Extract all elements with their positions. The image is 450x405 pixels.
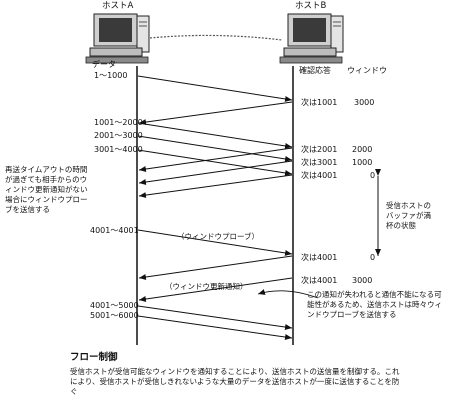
ack-arrow-4: [138, 174, 293, 199]
ack-label-5: 次は4001: [301, 253, 338, 262]
footer-title: フロー制御: [70, 352, 118, 363]
lost-update-note: この通知が失われると通信不能になる可能性があるため、送信ホストは時々ウィンドウプ…: [307, 290, 442, 319]
retransmit-note: 再送タイムアウトの時間が過ぎても相手からのウィンドウ更新通知がない場合にウィンド…: [5, 165, 88, 214]
window-value-6: 3000: [352, 276, 373, 285]
seq-label-6: 4001〜5000: [90, 301, 139, 310]
segment-arrow-7: [137, 315, 293, 340]
seq-label-4: 3001〜4000: [94, 145, 143, 154]
ack-label-6: 次は4001: [301, 276, 338, 285]
ack-header: 確認応答: [299, 66, 331, 75]
segment-arrow-3: [137, 135, 293, 162]
seq-label-3: 2001〜3000: [94, 131, 143, 140]
window-value-2: 2000: [352, 145, 373, 154]
ack-arrow-3: [138, 160, 293, 185]
buffer-full-note: 受信ホストのバッファが満杯の状態: [386, 201, 431, 230]
ack-label-3: 次は3001: [301, 158, 338, 167]
probe-ack-arrow: [138, 255, 293, 280]
data-header: データ: [92, 60, 116, 69]
window-probe-arrow: [137, 229, 293, 256]
network-cable: [149, 34, 283, 41]
ack-arrow-1: [138, 101, 293, 126]
seq-label-2: 1001〜2000: [94, 118, 143, 127]
window-value-4: 0: [370, 171, 376, 180]
seq-label-7: 5001〜6000: [90, 311, 139, 320]
seq-label-5: 4001〜4001: [90, 226, 139, 235]
host-a-label: ホストA: [102, 1, 134, 11]
note-pointer: [257, 289, 319, 299]
window-probe-label: （ウィンドウプローブ）: [177, 232, 260, 241]
ack-label-4: 次は4001: [301, 171, 338, 180]
ack-label-2: 次は2001: [301, 145, 338, 154]
window-header: ウィンドウ: [347, 66, 387, 75]
segment-arrow-1: [137, 75, 293, 102]
window-value-3: 1000: [352, 158, 373, 167]
host-b-label: ホストB: [295, 1, 327, 11]
segment-arrow-4: [137, 149, 293, 176]
ack-label-1: 次は1001: [301, 98, 338, 107]
window-update-arrow: [138, 277, 293, 302]
ack-arrow-2: [138, 147, 293, 172]
window-value-5: 0: [370, 253, 376, 262]
segment-arrow-2: [137, 122, 293, 149]
host-a-computer-icon: [85, 13, 150, 64]
window-value-1: 3000: [354, 98, 375, 107]
window-update-label: （ウィンドウ更新通知）: [165, 282, 248, 291]
host-b-computer-icon: [279, 13, 344, 64]
footer-description: 受信ホストが受信可能なウィンドウを通知することにより、送信ホストの送信量を制御す…: [70, 367, 400, 396]
segment-arrow-6: [137, 305, 293, 330]
seq-label-1: 1〜1000: [94, 71, 128, 80]
